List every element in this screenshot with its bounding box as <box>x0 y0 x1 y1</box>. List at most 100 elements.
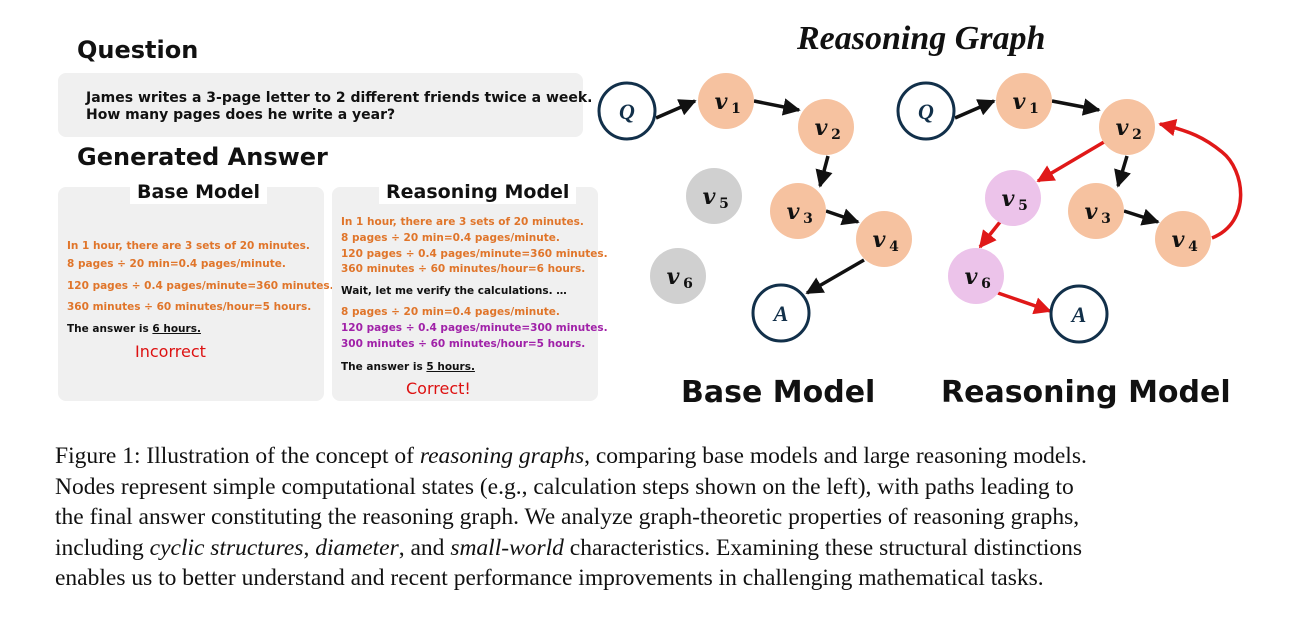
caption-line: Nodes represent simple computational sta… <box>55 473 1074 500</box>
node-subscript: 6 <box>683 276 693 292</box>
reason-verify-line: 120 pages ÷ 0.4 pages/minute=300 minutes… <box>341 322 608 334</box>
node-label: v <box>1002 186 1015 212</box>
node-v6: v 6 <box>948 248 1004 304</box>
reason-wait-line: Wait, let me verify the calculations. … <box>341 285 567 297</box>
node-v2: v 2 <box>1099 99 1155 155</box>
reason-step-line: In 1 hour, there are 3 sets of 20 minute… <box>341 216 584 228</box>
base-answer-value: 6 hours. <box>152 323 201 335</box>
edge-v1-v2 <box>753 98 801 116</box>
edge-v2-v5 <box>1036 140 1105 183</box>
node-subscript: 4 <box>1188 239 1198 255</box>
node-label: v <box>703 184 716 210</box>
node-v5: v 5 <box>985 170 1041 226</box>
base-step-line: In 1 hour, there are 3 sets of 20 minute… <box>67 240 310 252</box>
generated-answer-heading: Generated Answer <box>77 143 328 171</box>
node-v3: v 3 <box>1068 183 1124 239</box>
node-a: A <box>751 283 811 343</box>
caption-text: , <box>303 534 316 561</box>
node-subscript: 2 <box>1132 127 1142 143</box>
reasoning-model-panel <box>332 187 598 401</box>
node-label: v <box>667 264 680 290</box>
edge-v3-v4 <box>825 208 860 226</box>
caption-emphasis: reasoning graphs <box>419 443 585 469</box>
node-v1: v 1 <box>996 73 1052 129</box>
base-model-panel <box>58 187 324 401</box>
node-subscript: 3 <box>803 211 813 227</box>
reasoning-graph-nodes: Q v 1 v 2 v 3 v 4 v 5 v 6 <box>896 73 1211 344</box>
node-subscript: 6 <box>981 276 991 292</box>
node-label: v <box>787 199 800 225</box>
node-subscript: 1 <box>1029 101 1039 117</box>
node-subscript: 5 <box>719 196 729 212</box>
node-subscript: 1 <box>731 101 741 117</box>
base-graph-nodes: Q v 1 v 2 v 3 v 4 v 5 v 6 <box>597 73 912 343</box>
base-step-line: 120 pages ÷ 0.4 pages/minute=360 minutes… <box>67 280 334 292</box>
caption-emphasis: cyclic structures <box>149 534 304 561</box>
caption-line: enables us to better understand and rece… <box>55 565 1044 591</box>
reason-answer-value: 5 hours. <box>426 361 475 373</box>
caption-text: , and <box>398 534 451 561</box>
node-label: A <box>1070 302 1087 327</box>
caption-emphasis: diameter <box>315 534 399 561</box>
caption-text: characteristics. Examining these structu… <box>563 534 1083 561</box>
node-label: v <box>965 264 978 290</box>
base-step-line: 360 minutes ÷ 60 minutes/hour=5 hours. <box>67 301 312 313</box>
node-label: v <box>873 227 886 253</box>
node-v3: v 3 <box>770 183 826 239</box>
question-line: How many pages does he write a year? <box>86 107 396 123</box>
caption-text: including <box>55 534 150 561</box>
reason-verify-line: 300 minutes ÷ 60 minutes/hour=5 hours. <box>341 338 586 350</box>
answer-prefix: The answer is <box>341 361 427 373</box>
node-label: v <box>815 115 828 141</box>
reason-answer-line: The answer is 5 hours. <box>341 361 475 373</box>
node-v1: v 1 <box>698 73 754 129</box>
base-model-graph-label: Base Model <box>681 375 876 410</box>
reasoning-model-panel-title: Reasoning Model <box>379 180 577 204</box>
node-label: v <box>1172 227 1185 253</box>
caption-line: including cyclic structures, diameter, a… <box>55 533 1250 564</box>
reasoning-model-graph-label: Reasoning Model <box>941 375 1231 410</box>
node-label: v <box>1116 115 1129 141</box>
node-label: A <box>772 301 789 326</box>
edge-v6-a <box>997 291 1052 315</box>
edge-v2-v3 <box>815 155 833 188</box>
edge-q-v1 <box>954 99 996 120</box>
edge-v4-v2-loop <box>1158 119 1243 240</box>
question-text: James writes a 3-page letter to 2 differ… <box>86 90 593 124</box>
node-label: v <box>1013 89 1026 115</box>
caption-text: Figure 1: Illustration of the concept of <box>55 443 420 469</box>
node-subscript: 3 <box>1101 211 1111 227</box>
reason-step-line: 8 pages ÷ 20 min=0.4 pages/minute. <box>341 232 560 244</box>
edge-v2-v3 <box>1114 155 1131 188</box>
node-v6: v 6 <box>650 248 706 304</box>
question-line: James writes a 3-page letter to 2 differ… <box>86 90 593 106</box>
edge-v3-v4 <box>1123 208 1160 226</box>
node-v4: v 4 <box>856 211 912 267</box>
node-subscript: 4 <box>889 239 899 255</box>
base-verdict: Incorrect <box>135 342 206 361</box>
edge-q-v1 <box>655 99 697 120</box>
node-label: v <box>715 89 728 115</box>
node-label: v <box>1085 199 1098 225</box>
node-subscript: 2 <box>831 127 841 143</box>
base-step-line: 8 pages ÷ 20 min=0.4 pages/minute. <box>67 258 286 270</box>
base-answer-line: The answer is 6 hours. <box>67 323 201 335</box>
base-model-panel-title: Base Model <box>130 180 268 204</box>
node-v4: v 4 <box>1155 211 1211 267</box>
reason-verdict: Correct! <box>406 379 471 398</box>
reasoning-graph-edges <box>954 98 1243 315</box>
node-v2: v 2 <box>798 99 854 155</box>
node-q: Q <box>597 81 657 141</box>
reason-step-line: 360 minutes ÷ 60 minutes/hour=6 hours. <box>341 263 586 275</box>
edge-v4-a <box>805 258 865 295</box>
figure-caption: Figure 1: Illustration of the concept of… <box>55 441 1250 594</box>
caption-text: , comparing base models and large reason… <box>584 443 1087 469</box>
reasoning-graph-title: Reasoning Graph <box>797 20 1046 57</box>
caption-line: the final answer constituting the reason… <box>55 504 1080 530</box>
node-v5: v 5 <box>686 168 742 224</box>
base-graph-edges <box>655 98 865 295</box>
node-label: Q <box>619 99 635 124</box>
question-heading: Question <box>77 36 199 64</box>
node-label: Q <box>918 99 934 124</box>
